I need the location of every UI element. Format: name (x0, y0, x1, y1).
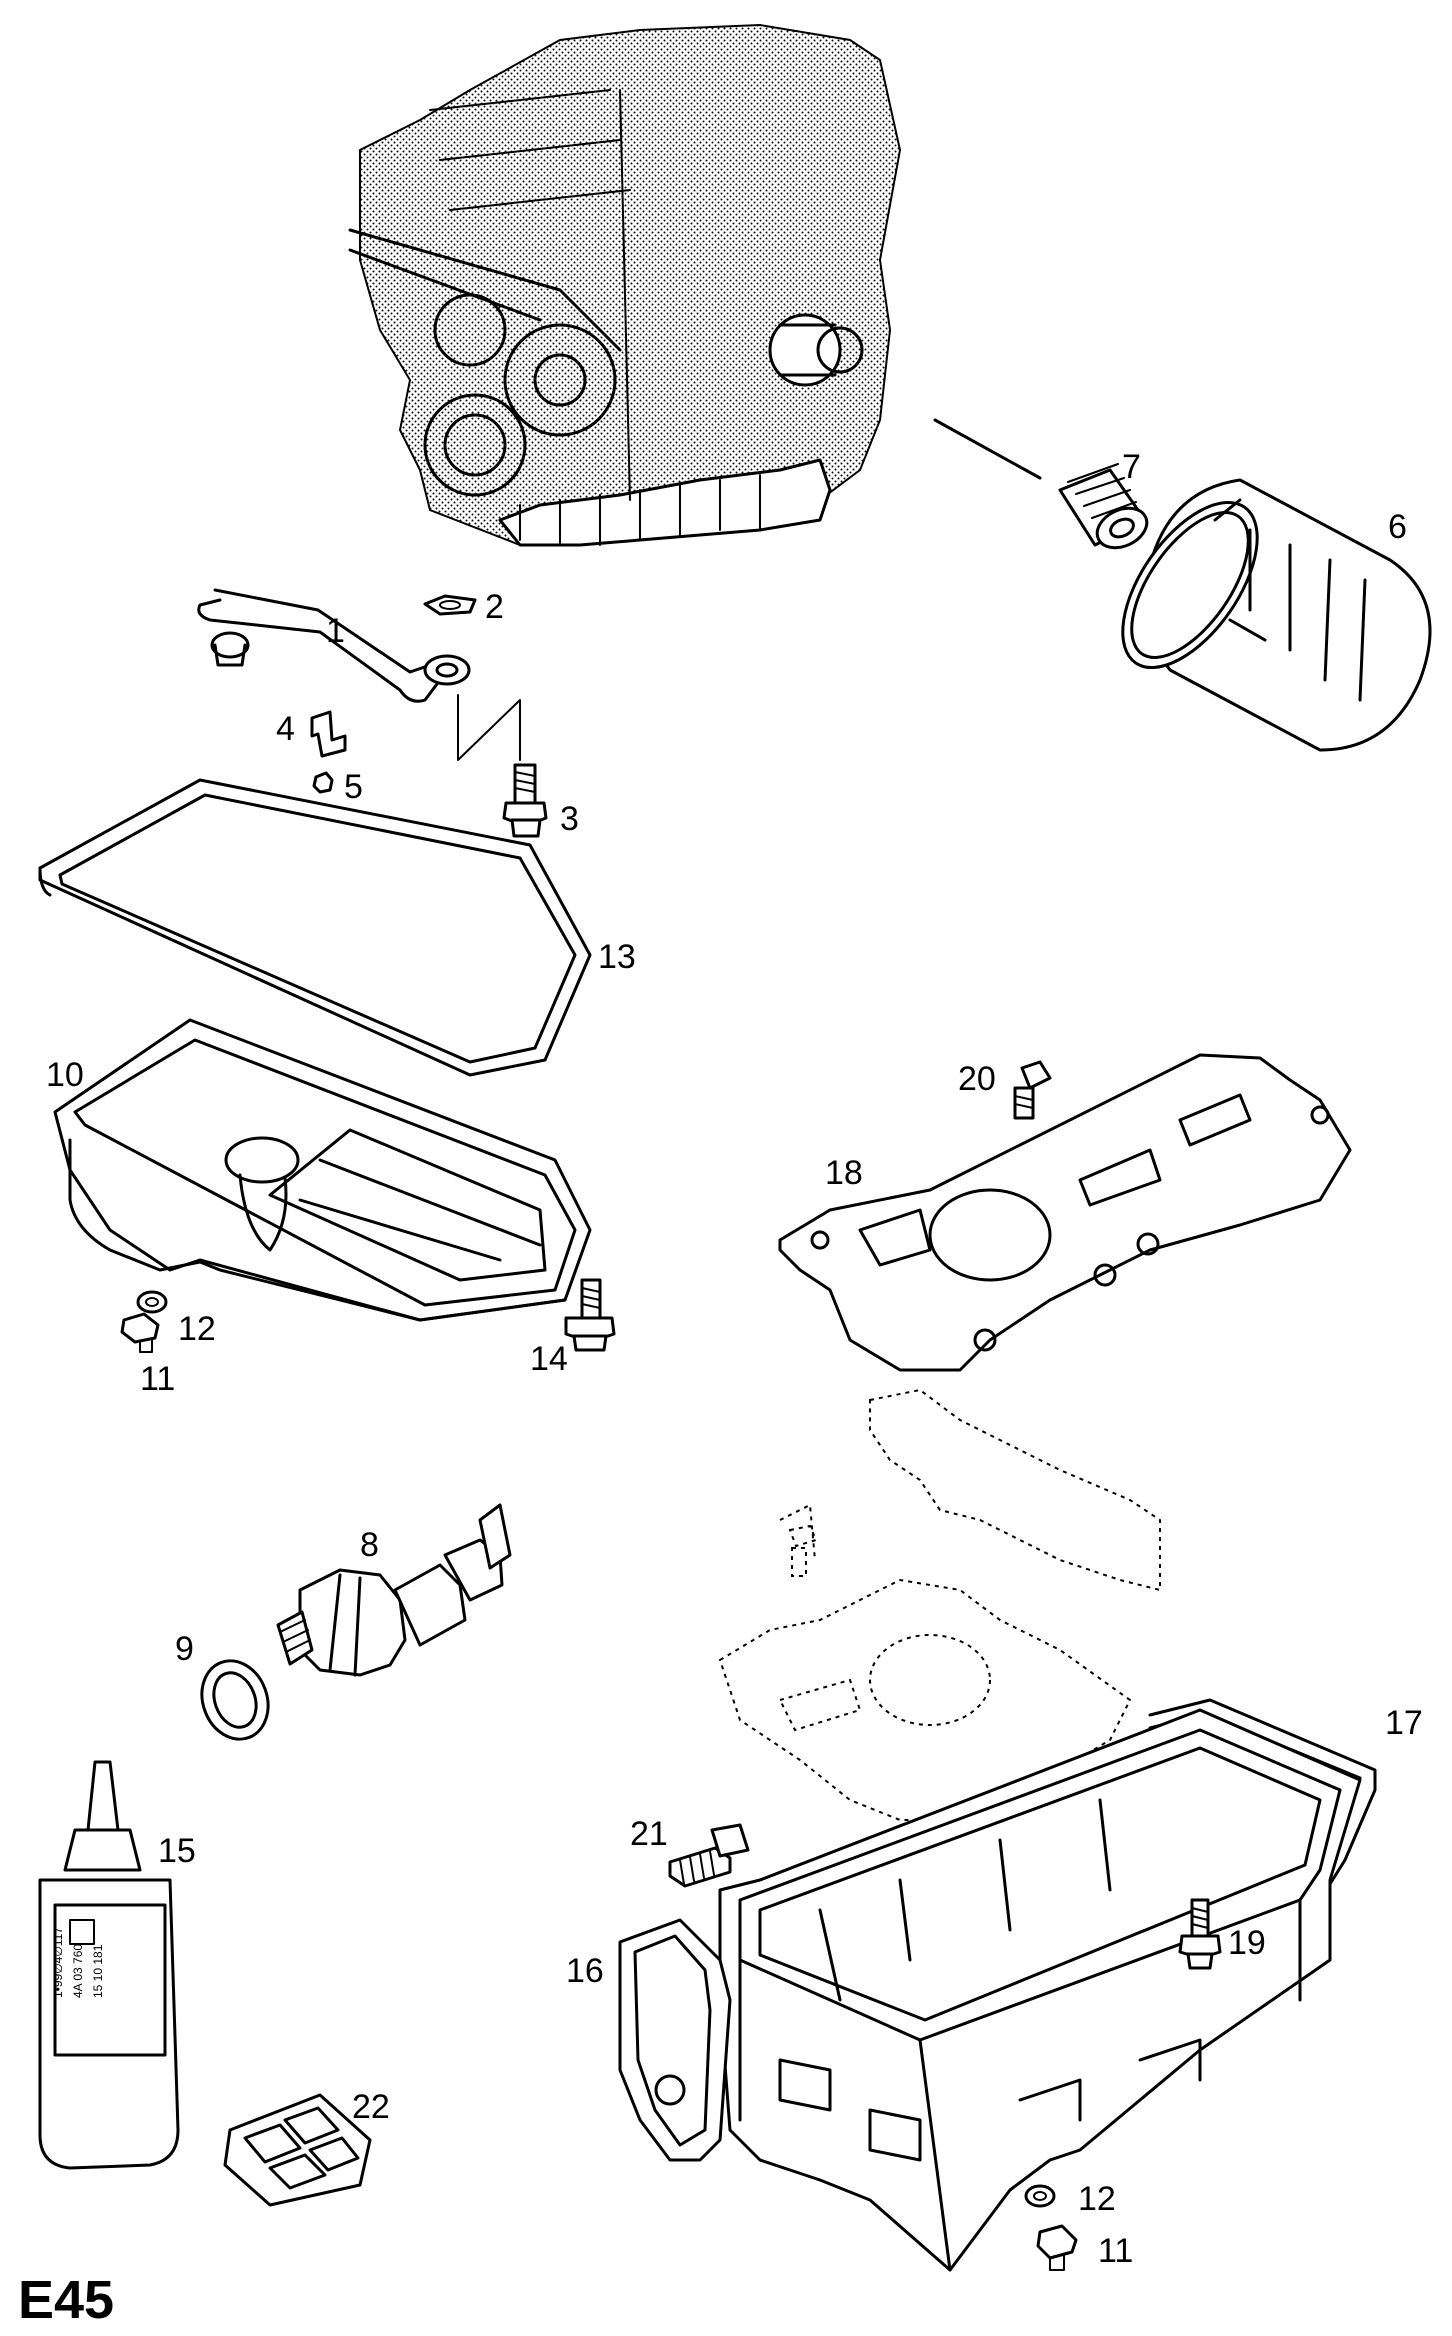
part-12-washer-right (1024, 2184, 1056, 2208)
callout-1: 1 (326, 612, 345, 650)
bottle-label-line2: 4A 03 760 (71, 1944, 85, 1998)
callout-16: 16 (566, 1952, 604, 1990)
page-code: E45 (18, 2270, 114, 2330)
callout-18: 18 (825, 1154, 863, 1192)
part-3-bolt (502, 763, 548, 838)
leader-line-filter (933, 418, 1042, 480)
callout-19: 19 (1228, 1924, 1266, 1962)
part-16-cast-oil-pan (718, 1708, 1362, 2272)
callout-13: 13 (598, 938, 636, 976)
callout-8: 8 (360, 1526, 379, 1564)
part-20-bolt (1013, 1060, 1052, 1120)
assembly-leader (457, 694, 521, 761)
part-22-connector-block (223, 2093, 372, 2207)
bottle-label-line3: 15 10 181 (91, 1944, 105, 1998)
part-8-oil-pressure-switch (276, 1503, 512, 1677)
part-14-bolt (564, 1278, 616, 1352)
part-6-oil-filter (1121, 478, 1432, 752)
callout-11-right: 11 (1098, 2232, 1133, 2270)
part-10-oil-pan (53, 1018, 592, 1322)
part-11-drain-plug-right (1036, 2224, 1078, 2271)
part-19-bolt (1178, 1898, 1222, 1970)
part-5-nut (312, 771, 334, 794)
part-1-dipstick-tube (197, 588, 471, 703)
callout-14: 14 (530, 1340, 568, 1378)
callout-4: 4 (276, 710, 295, 748)
part-15-sealant-bottle: 1•99∅4∅117 4A 03 760 15 10 181 (38, 1760, 180, 2170)
part-2-gasket (423, 594, 477, 616)
callout-15: 15 (158, 1832, 196, 1870)
part-4-clip (310, 710, 347, 758)
callout-10: 10 (46, 1056, 84, 1094)
callout-12-right: 12 (1078, 2180, 1116, 2218)
callout-12-left: 12 (178, 1310, 216, 1348)
callout-21: 21 (630, 1815, 668, 1853)
callout-9: 9 (175, 1630, 194, 1668)
callout-6: 6 (1388, 508, 1407, 546)
callout-22: 22 (352, 2088, 390, 2126)
part-9-seal-ring (200, 1659, 270, 1741)
callout-2: 2 (485, 588, 504, 626)
part-12-washer-left (136, 1290, 168, 1314)
part-11-drain-plug-left (120, 1312, 160, 1353)
callout-7: 7 (1122, 448, 1141, 486)
baffle-plate-ghost-outline (718, 1388, 1161, 1821)
part-7-threaded-nipple (1058, 463, 1149, 550)
callout-17: 17 (1385, 1704, 1423, 1742)
part-13-oil-pan-gasket (38, 778, 592, 1077)
part-18-baffle-plate (778, 1053, 1352, 1372)
bottle-label-line1: 1•99∅4∅117 (51, 1927, 65, 1998)
engine-block-illustration (348, 23, 902, 547)
baffle-bolt-ghost (788, 1524, 818, 1577)
part-16-side-plate (618, 1918, 732, 2162)
callout-20: 20 (958, 1060, 996, 1098)
callout-3: 3 (560, 800, 579, 838)
part-21-bolt (668, 1823, 750, 1888)
callout-11-left: 11 (140, 1360, 175, 1398)
callout-5: 5 (344, 768, 363, 806)
